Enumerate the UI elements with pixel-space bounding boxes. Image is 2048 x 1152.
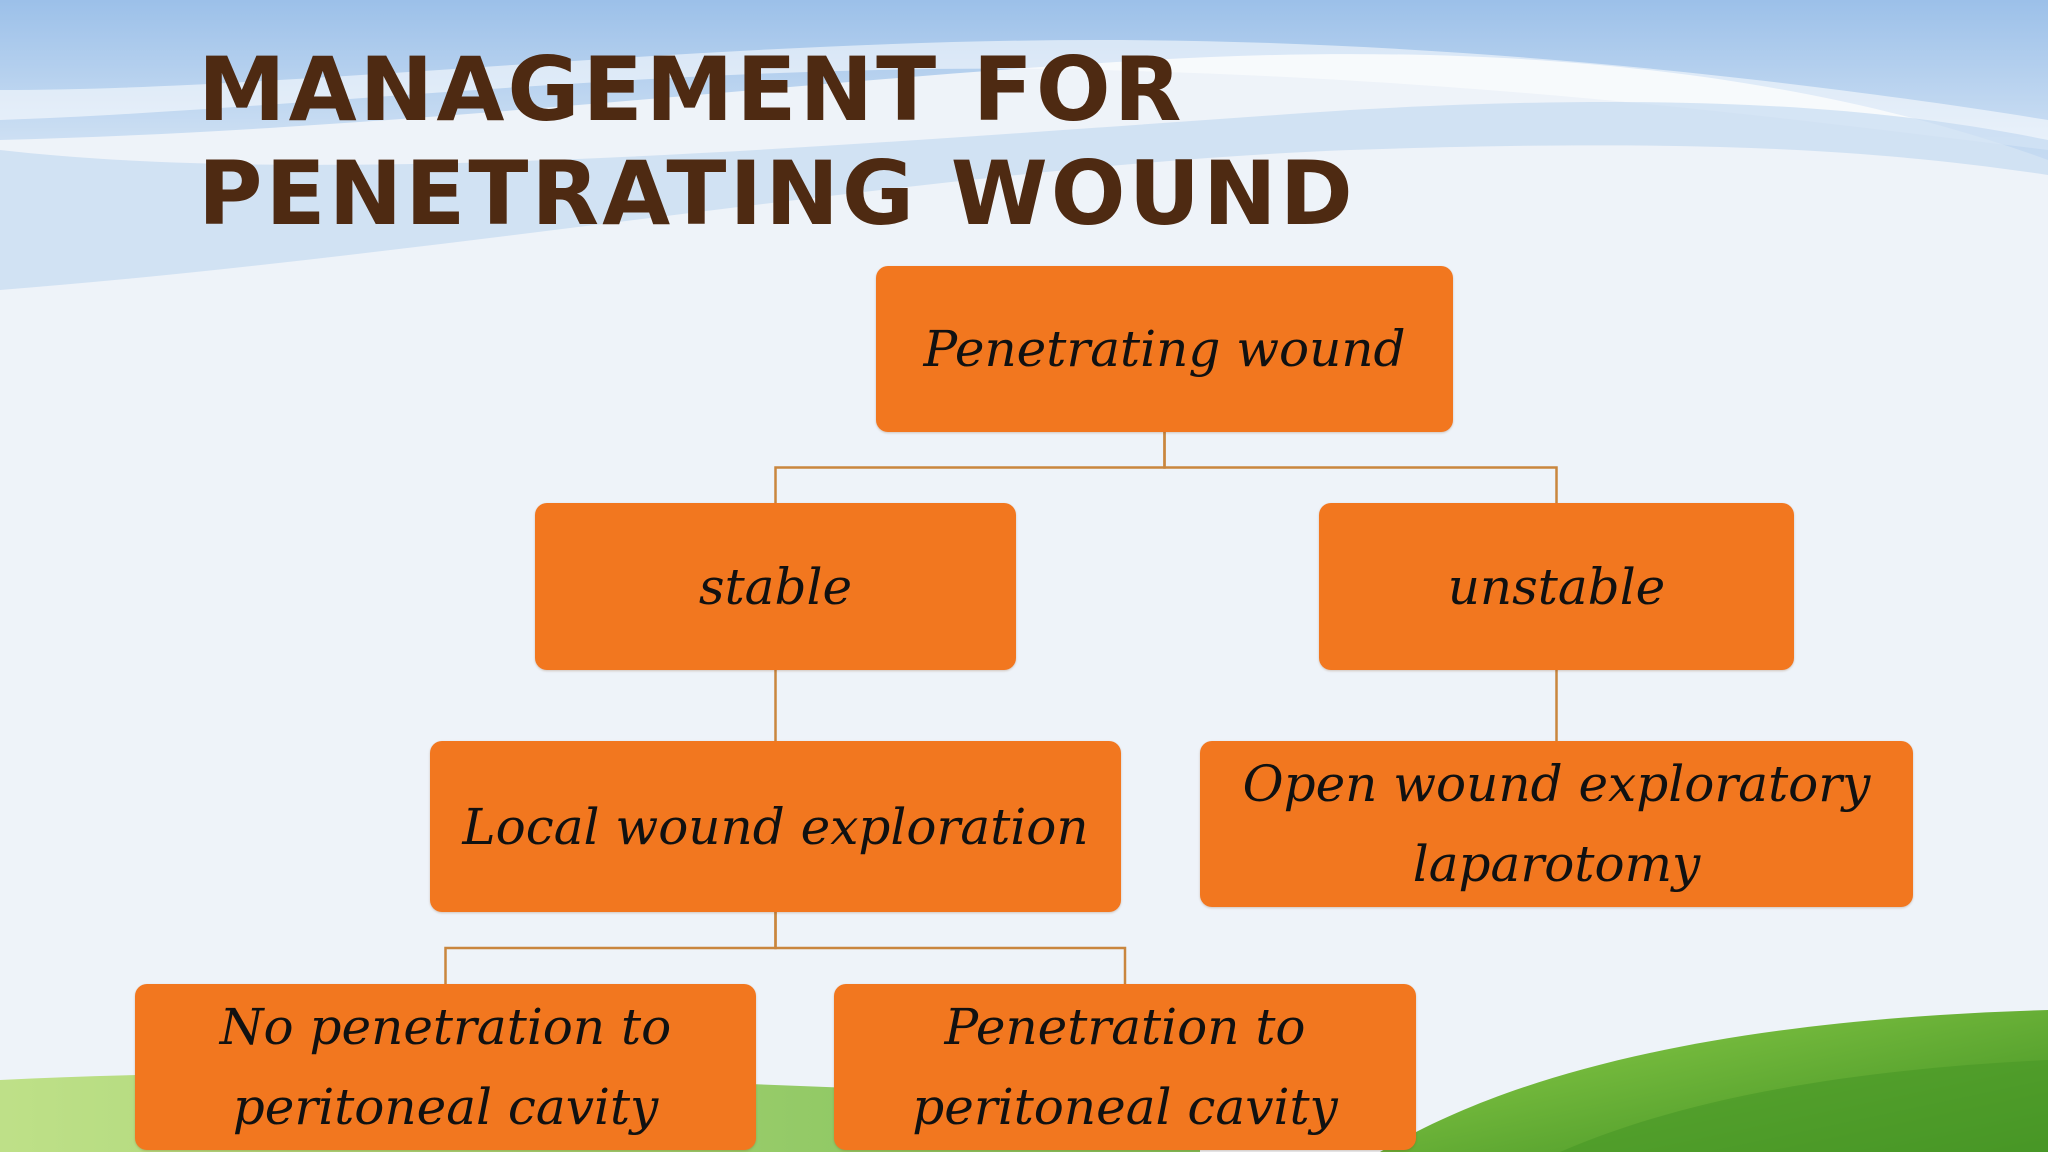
node-no-penetration: No penetration to peritoneal cavity	[135, 984, 756, 1150]
connector-root-to-unstable	[1163, 432, 1558, 503]
connector-local_exploration-to-no_penetration	[444, 912, 777, 984]
slide-title: MANAGEMENT FOR PENETRATING WOUND	[198, 38, 1356, 246]
node-stable: stable	[535, 503, 1016, 670]
sky-wave-back	[0, 0, 2048, 160]
node-label-line: Local wound exploration	[462, 797, 1089, 856]
node-penetration: Penetration to peritoneal cavity	[834, 984, 1416, 1150]
node-label-line: No penetration to	[219, 998, 672, 1056]
connector-local_exploration-to-penetration	[774, 912, 1127, 984]
node-unstable: unstable	[1319, 503, 1794, 670]
node-label-line: stable	[698, 557, 853, 616]
node-label-line: Penetration to	[944, 998, 1306, 1056]
node-label-line: Penetrating wound	[923, 320, 1406, 378]
sky-wave-front	[0, 101, 2048, 290]
title-line-2: PENETRATING WOUND	[198, 142, 1356, 245]
node-label-line: Open wound exploratory	[1242, 755, 1871, 813]
grass-hill-highlight	[1560, 1060, 2048, 1152]
node-label-line: peritoneal cavity	[232, 1078, 659, 1136]
node-label-line: unstable	[1447, 557, 1666, 616]
sky-wave-mid	[0, 40, 2048, 150]
node-penetrating-wound: Penetrating wound	[876, 266, 1453, 432]
node-label-line: laparotomy	[1412, 835, 1701, 893]
node-label-line: peritoneal cavity	[912, 1078, 1338, 1136]
node-open-exploratory-laparotomy: Open wound exploratory laparotomy	[1200, 741, 1913, 907]
node-local-wound-exploration: Local wound exploration	[430, 741, 1121, 912]
connector-root-to-stable	[774, 432, 1166, 503]
title-line-1: MANAGEMENT FOR	[198, 38, 1185, 141]
